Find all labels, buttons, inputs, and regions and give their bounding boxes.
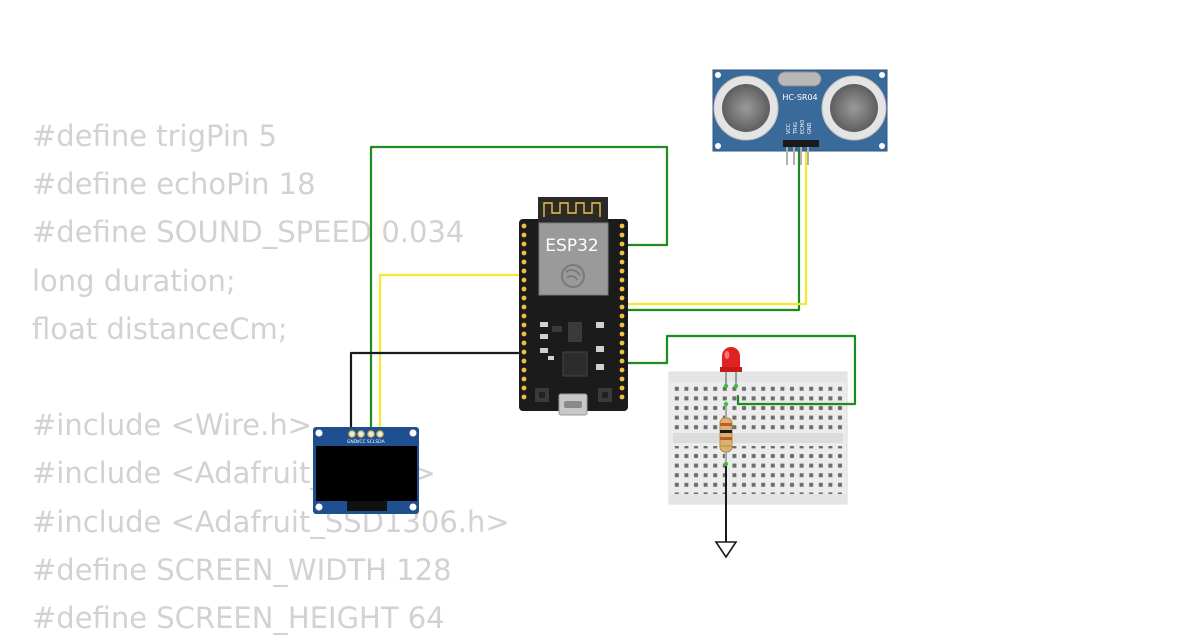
oled-pin-sda: SDA [375,439,385,445]
oled-display[interactable]: GND VCC SCL SDA [313,427,419,514]
breadboard[interactable] [668,371,848,505]
wire-oled-gnd [349,351,526,432]
hcsr04-sensor[interactable]: HC-SR04 VCC TRIG ECHO GND [712,69,888,165]
code-line: #define SOUND_SPEED 0.034 [32,215,465,250]
hcsr04-pin-echo: ECHO [800,120,806,134]
code-line: #define SCREEN_HEIGHT 64 [32,600,445,635]
usb-port [558,393,588,416]
code-line: #define echoPin 18 [32,167,316,202]
code-listing: #define trigPin 5 #define echoPin 18 #de… [32,112,510,642]
hcsr04-pin-trig: TRIG [793,122,799,135]
wire-trig [620,150,801,312]
transducer-left-icon [713,75,779,141]
hcsr04-label: HC-SR04 [782,93,817,102]
oled-pin-gnd: GND [347,439,358,445]
hcsr04-pin-gnd: GND [807,122,813,134]
code-line: #define SCREEN_WIDTH 128 [32,552,452,587]
code-line: long duration; [32,263,236,298]
wire-oled-vcc [369,145,669,432]
wire-led [620,334,857,406]
oled-pin-scl: SCL [367,439,376,445]
wire-echo [620,150,808,306]
boot-button[interactable] [535,388,549,402]
esp32-board[interactable]: ESP32 [519,197,628,416]
reset-button[interactable] [598,388,612,402]
esp32-pin-header-right [619,223,625,400]
led[interactable] [720,347,742,389]
resistor[interactable] [719,401,733,467]
ground-symbol [714,541,738,559]
esp32-label: ESP32 [545,236,598,256]
esp32-pin-header-left [521,223,527,400]
oled-pin-vcc: VCC [356,439,365,445]
code-line: float distanceCm; [32,311,288,346]
espressif-logo-icon [561,264,585,288]
hcsr04-pin-vcc: VCC [786,123,792,134]
transducer-right-icon [821,75,887,141]
code-line: #include <Wire.h> [32,408,313,443]
code-line: #define trigPin 5 [32,119,277,153]
